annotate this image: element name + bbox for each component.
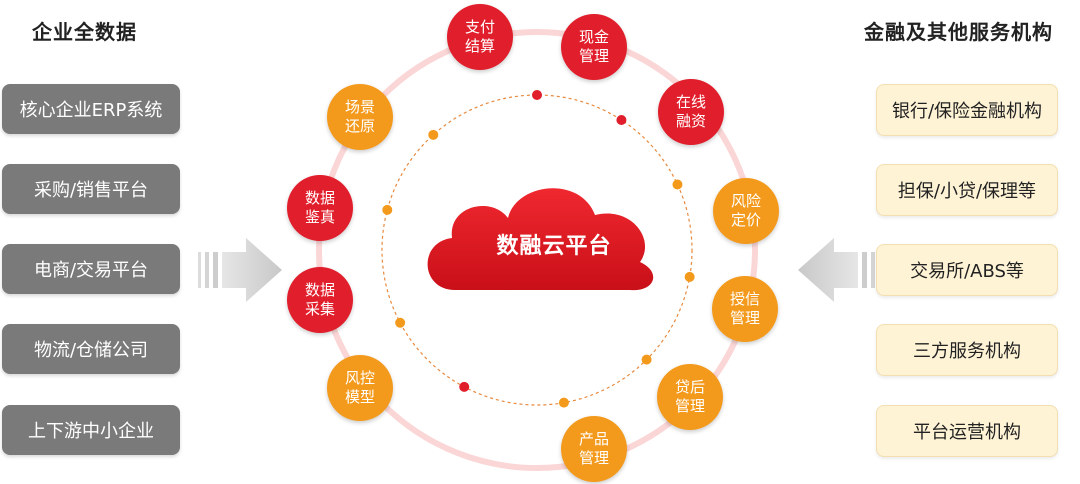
ring-dot xyxy=(641,354,652,365)
right-item-exchange: 交易所/ABS等 xyxy=(876,244,1058,296)
node-post-loan-management: 贷后管理 xyxy=(657,364,723,430)
node-payment-settlement: 支付结算 xyxy=(447,4,513,70)
node-product-management: 产品管理 xyxy=(561,416,627,482)
ring-dot xyxy=(532,90,542,100)
left-column-title: 企业全数据 xyxy=(32,20,137,44)
ring-dot xyxy=(672,179,683,190)
right-arrow-icon xyxy=(798,238,882,302)
cloud-icon xyxy=(427,188,654,291)
left-item-ecommerce: 电商/交易平台 xyxy=(2,244,180,294)
ring-dot xyxy=(382,204,393,215)
right-item-third-party: 三方服务机构 xyxy=(876,324,1058,376)
right-item-bank: 银行/保险金融机构 xyxy=(876,84,1058,136)
outer-ring xyxy=(316,29,758,471)
ring-dot xyxy=(395,317,406,328)
ring-dot xyxy=(616,115,627,126)
inner-dashed-ring xyxy=(381,94,693,406)
cloud-platform-label: 数融云平台 xyxy=(496,234,612,259)
node-data-authentication: 数据鉴真 xyxy=(287,175,353,241)
left-item-erp: 核心企业ERP系统 xyxy=(2,84,180,134)
node-risk-model: 风控模型 xyxy=(327,355,393,421)
node-online-financing: 在线融资 xyxy=(658,79,724,145)
ring-dots xyxy=(382,90,695,408)
node-scenario-restoration: 场景还原 xyxy=(327,84,393,150)
node-risk-pricing: 风险定价 xyxy=(713,178,779,244)
right-item-platform-operator: 平台运营机构 xyxy=(876,405,1058,457)
right-item-guarantee: 担保/小贷/保理等 xyxy=(876,164,1058,216)
node-credit-management: 授信管理 xyxy=(712,276,778,342)
right-column-title: 金融及其他服务机构 xyxy=(864,20,1053,44)
node-cash-management: 现金管理 xyxy=(561,14,627,80)
left-item-logistics: 物流/仓储公司 xyxy=(2,324,180,374)
node-data-collection: 数据采集 xyxy=(287,267,353,333)
ring-dot xyxy=(684,271,695,282)
left-arrow-icon xyxy=(198,238,282,302)
left-item-sme: 上下游中小企业 xyxy=(2,405,180,455)
ring-dot xyxy=(558,397,569,408)
ring-dot xyxy=(459,381,470,392)
ring-dot xyxy=(428,129,439,140)
left-item-procurement: 采购/销售平台 xyxy=(2,164,180,214)
